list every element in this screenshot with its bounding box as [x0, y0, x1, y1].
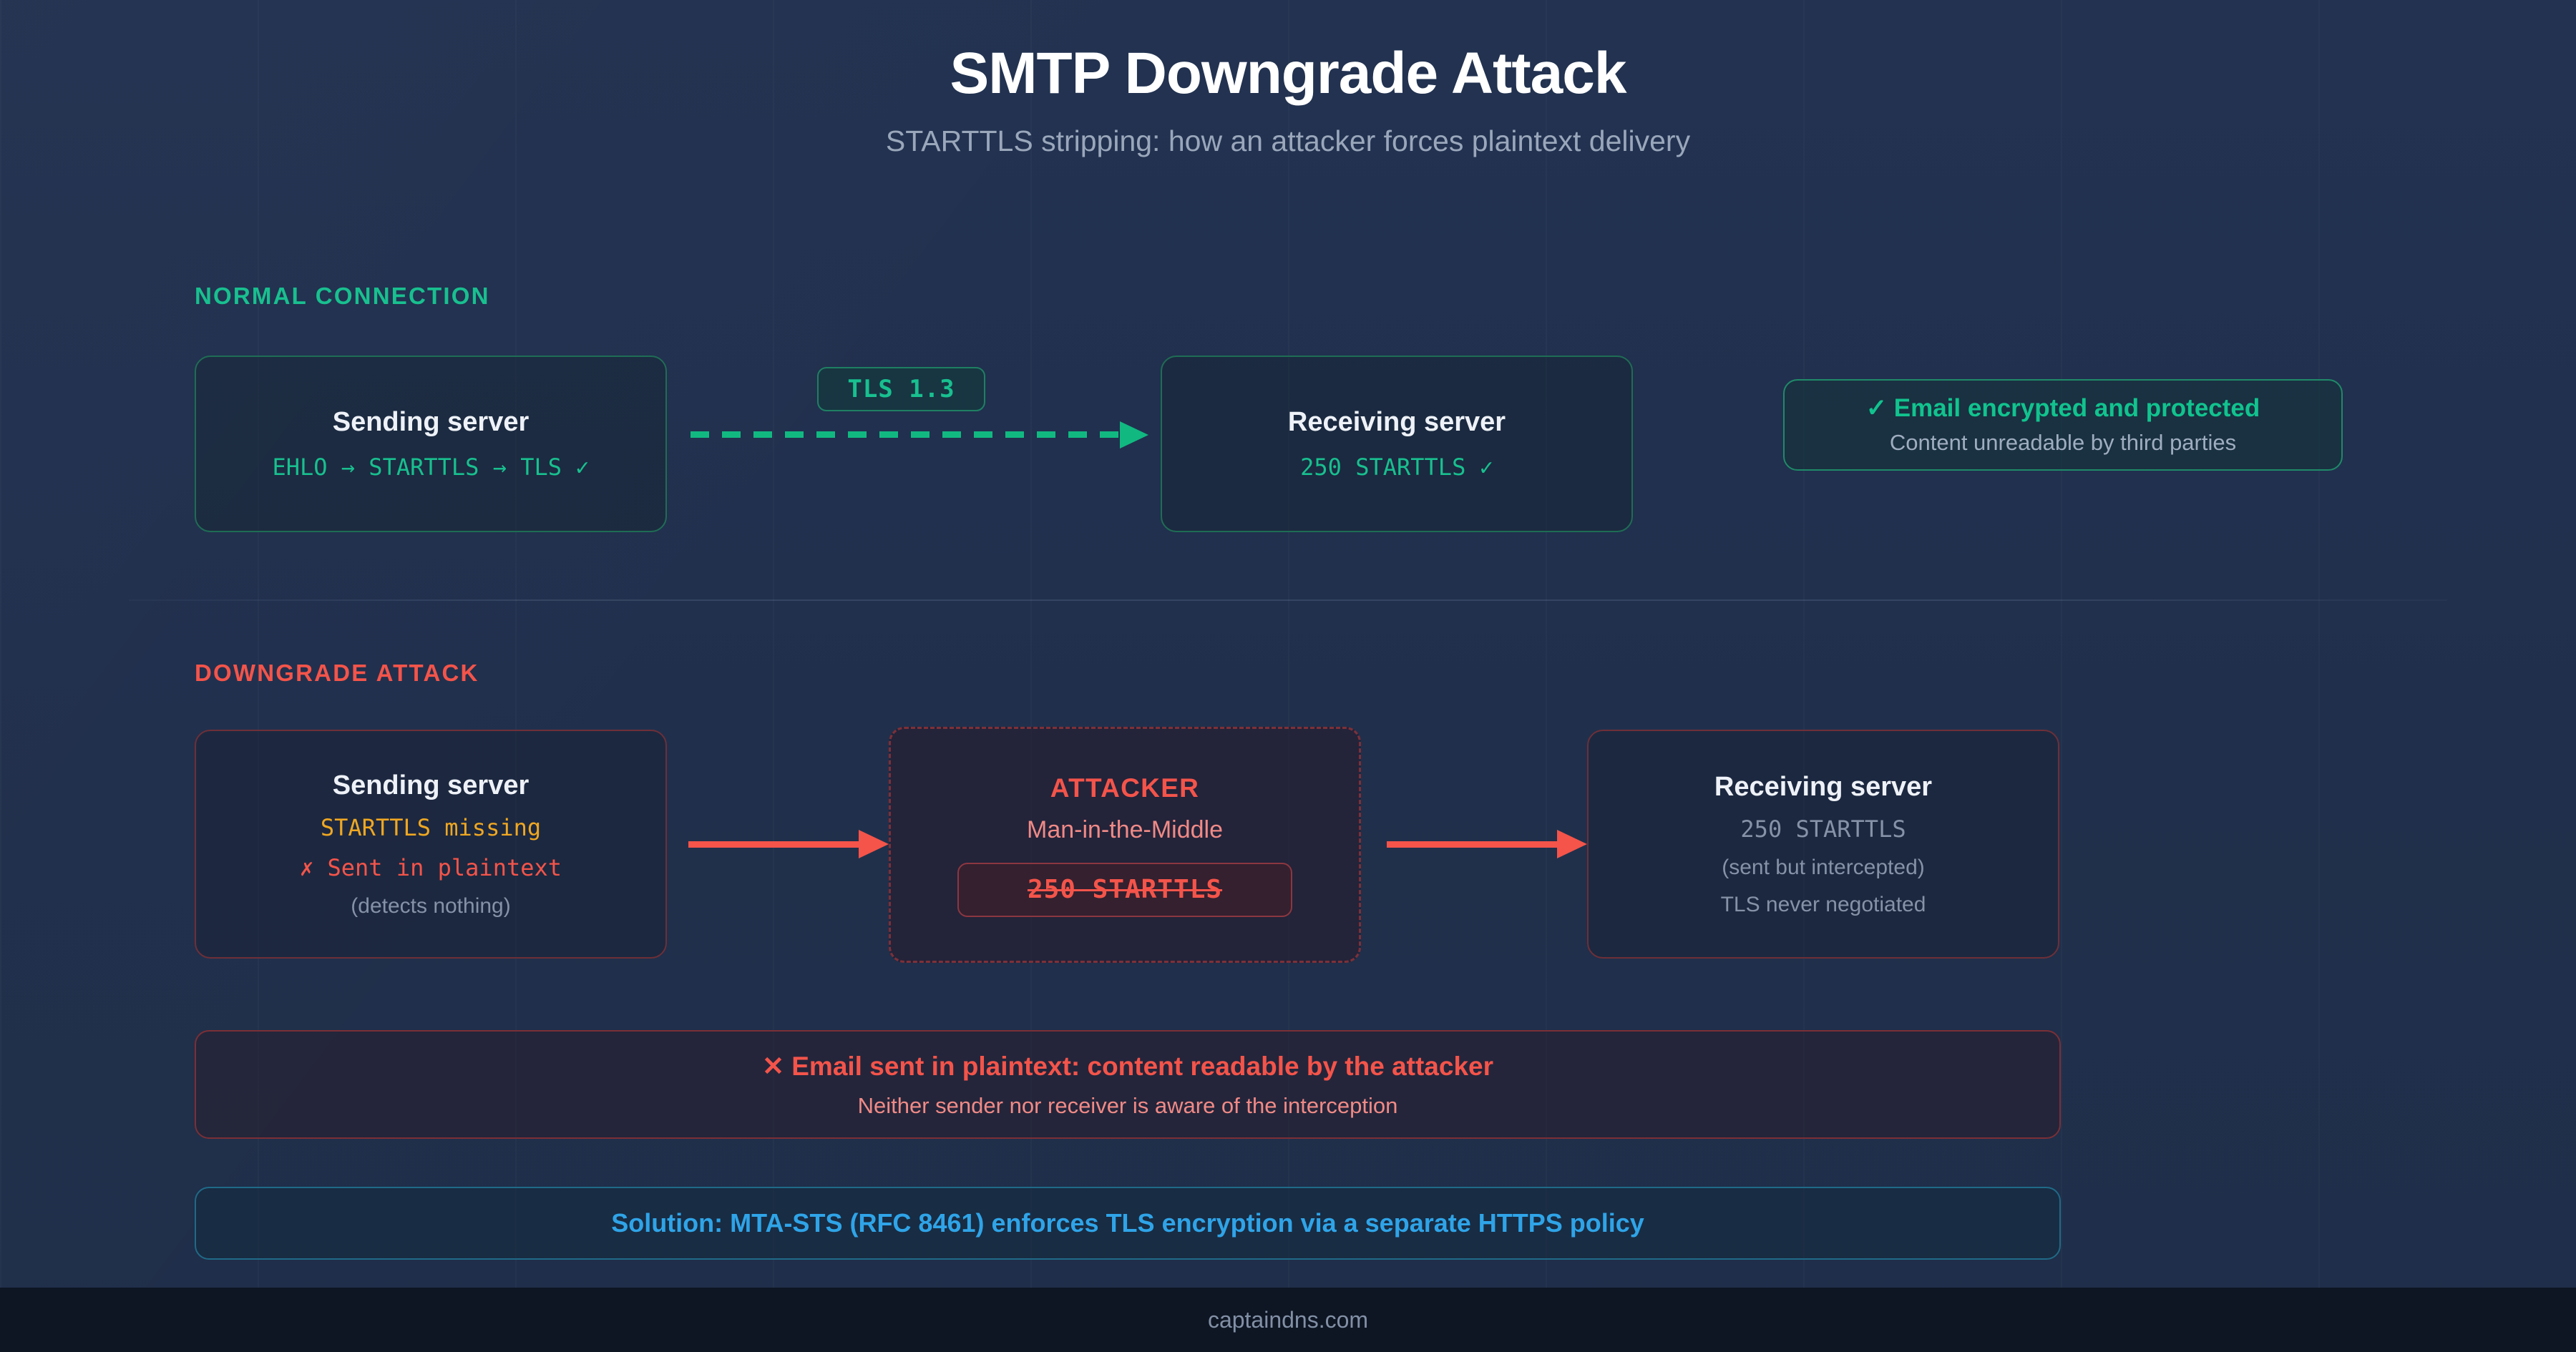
- attack-receiving-server-note-1: (sent but intercepted): [1722, 855, 1925, 879]
- normal-sending-server-node: Sending server EHLO → STARTTLS → TLS ✓: [195, 356, 667, 532]
- encryption-success-callout: ✓ Email encrypted and protected Content …: [1783, 379, 2343, 471]
- attack-sending-server-node: Sending server STARTTLS missing ✗ Sent i…: [195, 730, 667, 959]
- section-label-normal: NORMAL CONNECTION: [195, 283, 490, 309]
- arrow-line: [688, 841, 860, 848]
- attack-receiving-server-title: Receiving server: [1714, 771, 1933, 802]
- arrow-head: [1557, 830, 1587, 858]
- page-title: SMTP Downgrade Attack: [950, 41, 1627, 106]
- attack-sending-server-warning: STARTTLS missing: [320, 813, 542, 841]
- attacker-role: Man-in-the-Middle: [1027, 815, 1223, 843]
- section-label-attack: DOWNGRADE ATTACK: [195, 660, 479, 686]
- page-subtitle: STARTTLS stripping: how an attacker forc…: [885, 124, 1691, 158]
- attack-receiving-server-node: Receiving server 250 STARTTLS (sent but …: [1587, 730, 2059, 959]
- alert-banner-detail: Neither sender nor receiver is aware of …: [857, 1092, 1398, 1118]
- attack-receiving-server-command: 250 STARTTLS: [1740, 815, 1906, 843]
- footer: captaindns.com: [0, 1288, 2576, 1352]
- attacker-node: ATTACKER Man-in-the-Middle 250 STARTTLS: [889, 727, 1361, 963]
- attack-receiving-server-note-2: TLS never negotiated: [1720, 892, 1926, 916]
- normal-connection-arrow-icon: [691, 421, 1148, 449]
- solution-banner-headline: Solution: MTA-STS (RFC 8461) enforces TL…: [611, 1208, 1644, 1238]
- header: SMTP Downgrade Attack STARTTLS stripping…: [0, 41, 2576, 158]
- normal-sending-server-trace: EHLO → STARTTLS → TLS ✓: [272, 454, 590, 481]
- plaintext-alert-banner: ✕ Email sent in plaintext: content reada…: [195, 1030, 2061, 1139]
- section-divider: [129, 599, 2447, 601]
- normal-receiving-server-trace: 250 STARTTLS ✓: [1300, 454, 1493, 481]
- success-callout-detail: Content unreadable by third parties: [1889, 430, 2237, 455]
- attack-arrow-sender-to-attacker-icon: [688, 830, 889, 858]
- success-callout-headline: ✓ Email encrypted and protected: [1865, 394, 2260, 422]
- arrow-line: [1387, 841, 1558, 848]
- attack-sending-server-note: (detects nothing): [351, 893, 511, 918]
- alert-banner-headline: ✕ Email sent in plaintext: content reada…: [761, 1051, 1494, 1081]
- arrow-line: [691, 431, 1120, 438]
- arrow-head: [859, 830, 889, 858]
- attack-arrow-attacker-to-receiver-icon: [1387, 830, 1587, 858]
- footer-source: captaindns.com: [1207, 1306, 1369, 1333]
- normal-receiving-server-node: Receiving server 250 STARTTLS ✓: [1161, 356, 1633, 532]
- tls-version-badge: TLS 1.3: [817, 367, 985, 411]
- normal-sending-server-title: Sending server: [332, 407, 530, 437]
- attack-sending-server-title: Sending server: [332, 770, 530, 800]
- attacker-title: ATTACKER: [1050, 773, 1200, 803]
- normal-receiving-server-title: Receiving server: [1287, 407, 1506, 437]
- attack-sending-server-error: ✗ Sent in plaintext: [299, 853, 562, 881]
- stripped-starttls-badge: 250 STARTTLS: [957, 862, 1292, 917]
- solution-banner: Solution: MTA-STS (RFC 8461) enforces TL…: [195, 1187, 2061, 1260]
- arrow-head: [1120, 421, 1148, 449]
